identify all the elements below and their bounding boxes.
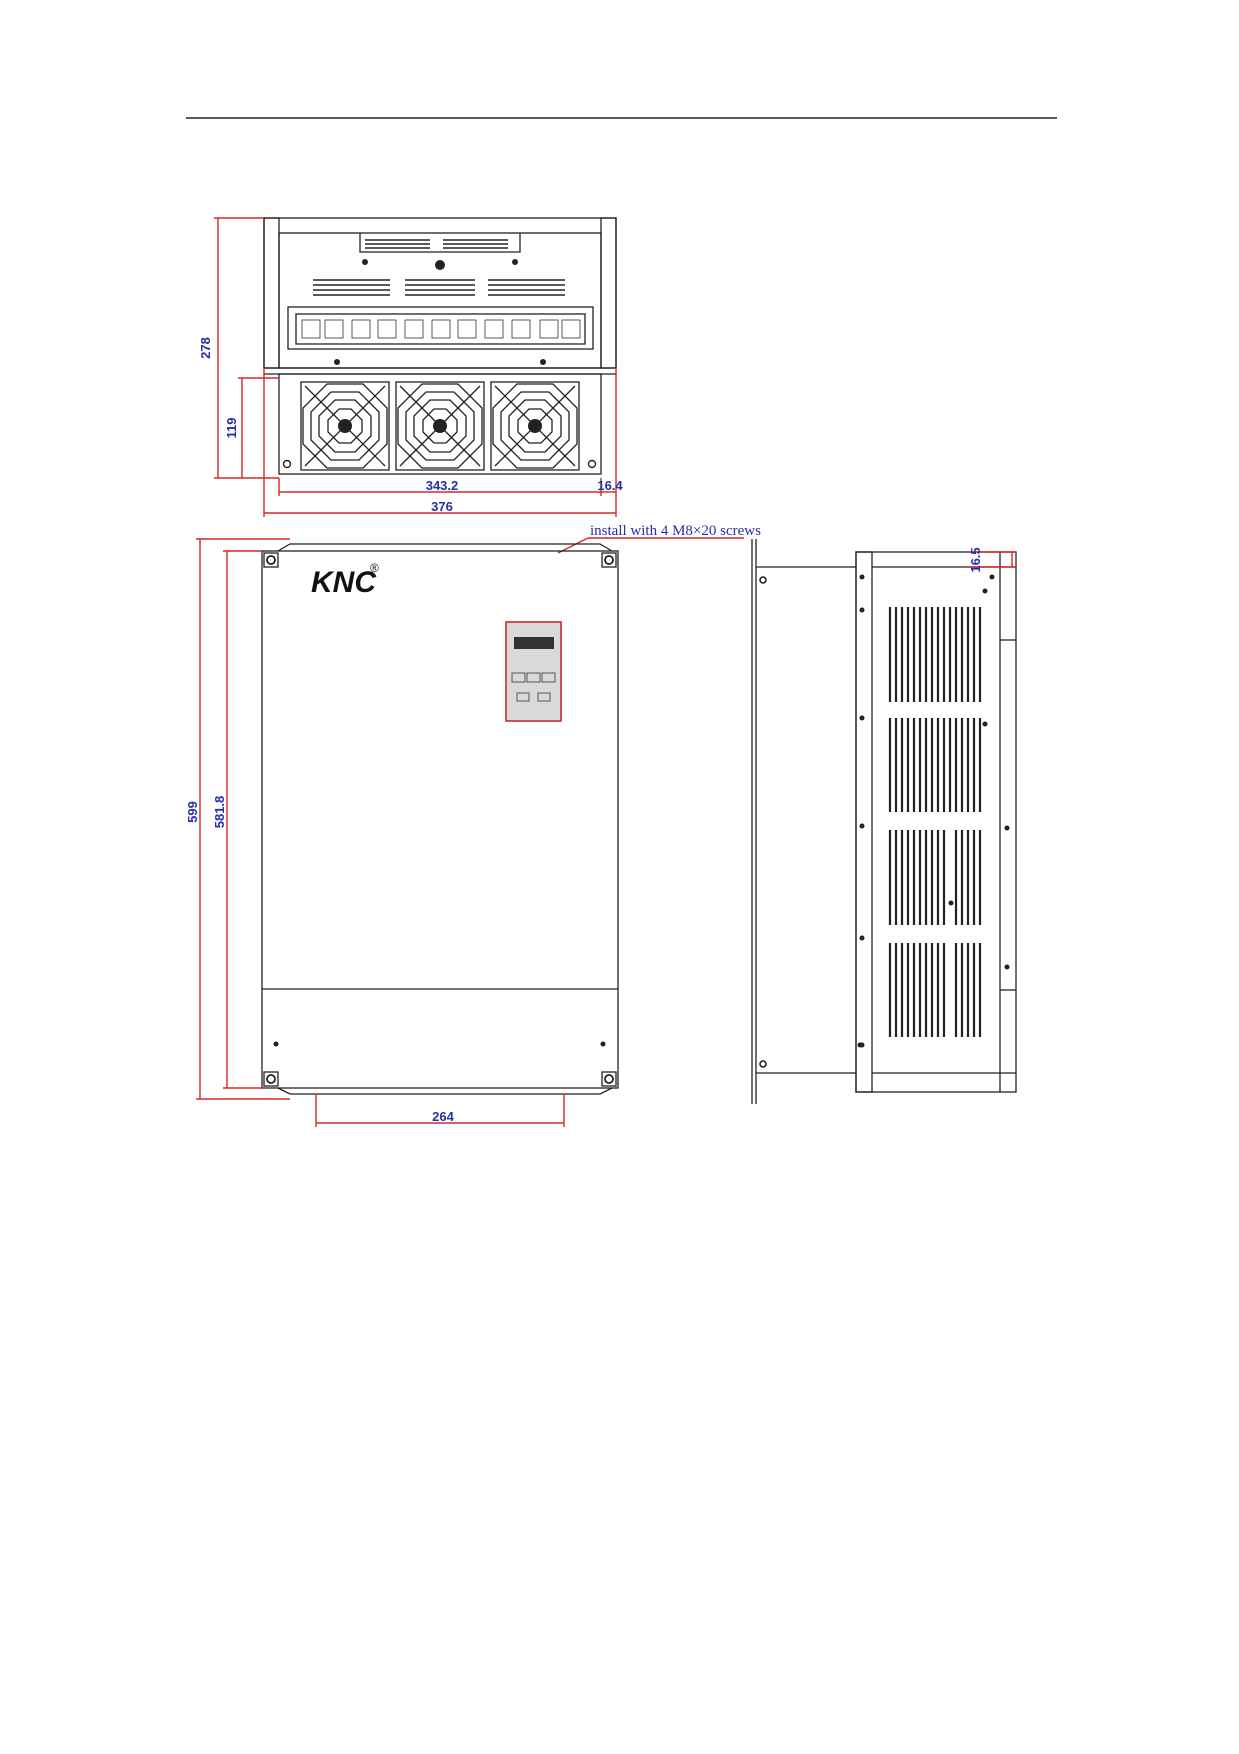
cooling-fan-center — [395, 381, 485, 471]
side-vent-bank-1 — [888, 607, 982, 702]
dim-mount-width: 264 — [432, 1109, 454, 1124]
top-view — [263, 217, 617, 475]
install-note: install with 4 M8×20 screws — [590, 523, 761, 539]
logo-registered-mark: ® — [370, 561, 379, 575]
keypad-panel — [505, 621, 562, 722]
dim-side-edge: 16.5 — [968, 547, 983, 572]
dim-top-width: 376 — [431, 499, 453, 514]
cooling-fan-left — [300, 381, 390, 471]
logo-text: KNC — [311, 566, 377, 599]
dim-side-offset: 16.4 — [597, 478, 623, 493]
dim-fan-height: 119 — [224, 418, 239, 439]
brand-logo: KNC ® — [311, 561, 379, 599]
side-vent-bank-3 — [888, 830, 982, 925]
side-vent-bank-4 — [888, 943, 982, 1037]
dim-mount-height: 581.8 — [212, 796, 227, 829]
front-view: KNC ® — [261, 543, 619, 1095]
front-view-dimensions: 599 581.8 264 — [185, 538, 565, 1127]
cooling-fan-right — [490, 381, 580, 471]
side-view — [751, 539, 1017, 1104]
dim-top-height: 278 — [198, 337, 213, 359]
side-vent-bank-2 — [888, 718, 982, 812]
side-view-dimensions: 16.5 — [968, 547, 1016, 573]
dim-total-height: 599 — [185, 801, 200, 823]
dim-fan-span: 343.2 — [426, 478, 459, 493]
top-view-dimensions: 278 119 343.2 16.4 376 — [198, 217, 623, 517]
